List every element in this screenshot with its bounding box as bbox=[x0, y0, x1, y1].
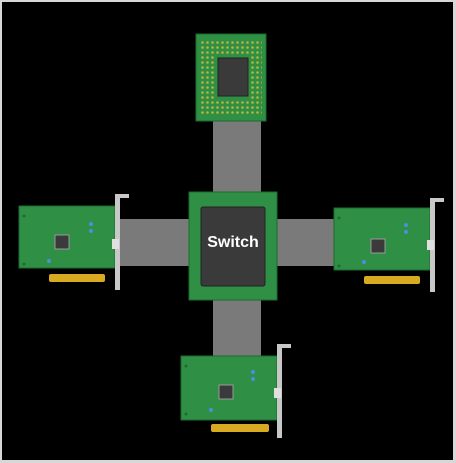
expansion-card-icon bbox=[180, 344, 291, 438]
switch-chip-icon bbox=[188, 191, 278, 301]
cpu-chip-icon bbox=[195, 33, 267, 122]
link-right-card-switch bbox=[274, 219, 338, 266]
switch-label: Switch bbox=[207, 234, 259, 251]
link-left-card-switch bbox=[115, 219, 193, 266]
expansion-card-icon bbox=[333, 198, 444, 292]
expansion-card-icon bbox=[18, 194, 129, 290]
link-cpu-switch bbox=[213, 118, 261, 196]
link-bottom-card-switch bbox=[213, 298, 261, 356]
